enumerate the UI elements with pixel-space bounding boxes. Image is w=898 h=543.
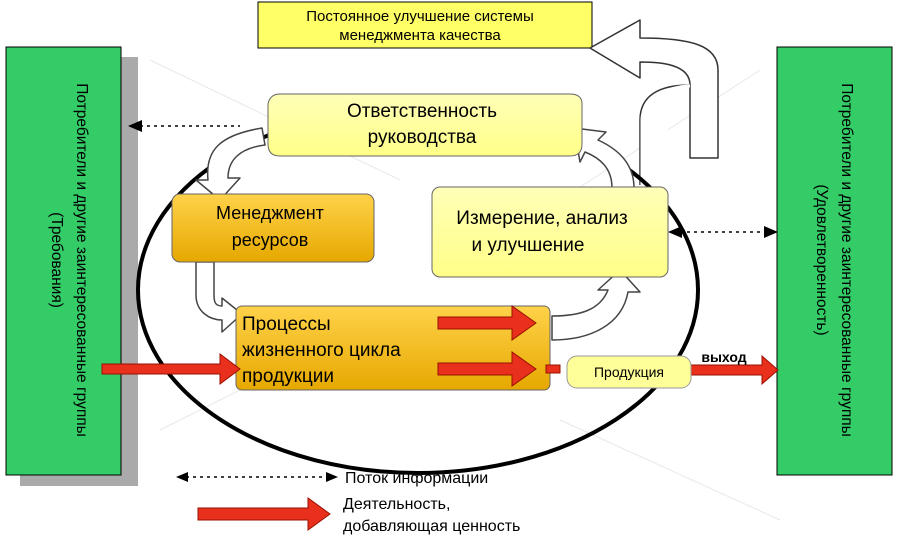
right-panel-box [776, 46, 893, 476]
legend-value-line2: добавляющая ценность [343, 518, 520, 535]
resources-line2: ресурсов [232, 230, 309, 250]
product-box: Продукция [566, 355, 692, 389]
management-responsibility-box: Ответственность руководства [267, 93, 583, 157]
measurement-line2: и улучшение [472, 235, 585, 256]
processes-line2: жизненного цикла [242, 340, 401, 361]
improvement-loop-arrow-outline [640, 84, 691, 185]
cycle-arrows [195, 127, 641, 341]
right-panel-satisfaction: (Удовлетворенность) [813, 184, 830, 335]
value-arrow-connector [545, 364, 561, 374]
info-flow-heads [128, 120, 778, 482]
management-responsibility-rect [267, 93, 583, 157]
processes-line1: Процессы [242, 314, 331, 335]
measurement-line1: Измерение, анализ [456, 208, 627, 229]
info-flow-left-head [128, 120, 142, 132]
legend-value-arrow [197, 497, 331, 531]
resources-line1: Менеджмент [216, 203, 324, 223]
cycle-arrow-resources-to-processes [195, 261, 243, 333]
value-arrow-output [689, 354, 779, 386]
left-stakeholders-panel: Потребители и другие заинтересованные гр… [5, 46, 138, 486]
info-flow-arrows [140, 125, 766, 478]
output-label: выход [701, 349, 746, 365]
left-panel-label: Потребители и другие заинтересованные гр… [73, 83, 90, 437]
legend-info-head-left [176, 472, 188, 482]
product-label: Продукция [594, 364, 664, 380]
left-panel-requirements: (Требования) [48, 212, 65, 308]
measurement-analysis-rect [431, 186, 669, 278]
cycle-arrow-measurement-to-management [573, 127, 635, 189]
value-arrows [101, 305, 779, 387]
info-flow-right-head-right [764, 226, 778, 238]
resource-management-box: Менеджмент ресурсов [171, 193, 375, 263]
legend: Поток информации Деятельность, добавляющ… [197, 470, 520, 535]
info-flow-right-head-left [668, 226, 682, 238]
continuous-improvement-rect [257, 1, 593, 49]
left-panel-box [5, 46, 122, 476]
continuous-improvement-line2: менеджмента качества [339, 27, 501, 44]
continuous-improvement-line1: Постоянное улучшение системы [306, 8, 534, 25]
management-line1: Ответственность [347, 101, 497, 122]
measurement-analysis-box: Измерение, анализ и улучшение [431, 186, 669, 278]
right-panel-label: Потребители и другие заинтересованные гр… [838, 83, 855, 437]
processes-line3: продукции [242, 366, 334, 387]
legend-value-line1: Деятельность, [343, 496, 450, 513]
management-line2: руководства [368, 127, 477, 148]
product-rect [566, 355, 692, 389]
cycle-arrow-management-to-resources [195, 127, 266, 201]
right-stakeholders-panel: Потребители и другие заинтересованные гр… [776, 46, 893, 476]
continuous-improvement-box: Постоянное улучшение системы менеджмента… [257, 1, 593, 49]
resource-management-rect [171, 193, 375, 263]
legend-info-head-right [326, 472, 338, 482]
legend-info-flow-label: Поток информации [345, 470, 488, 487]
improvement-loop-arrow [589, 19, 719, 185]
value-arrow-input [101, 353, 241, 385]
cycle-arrow-processes-to-measurement [551, 269, 641, 341]
value-arrow-inner-1 [437, 305, 537, 341]
value-arrow-inner-2 [437, 351, 537, 387]
